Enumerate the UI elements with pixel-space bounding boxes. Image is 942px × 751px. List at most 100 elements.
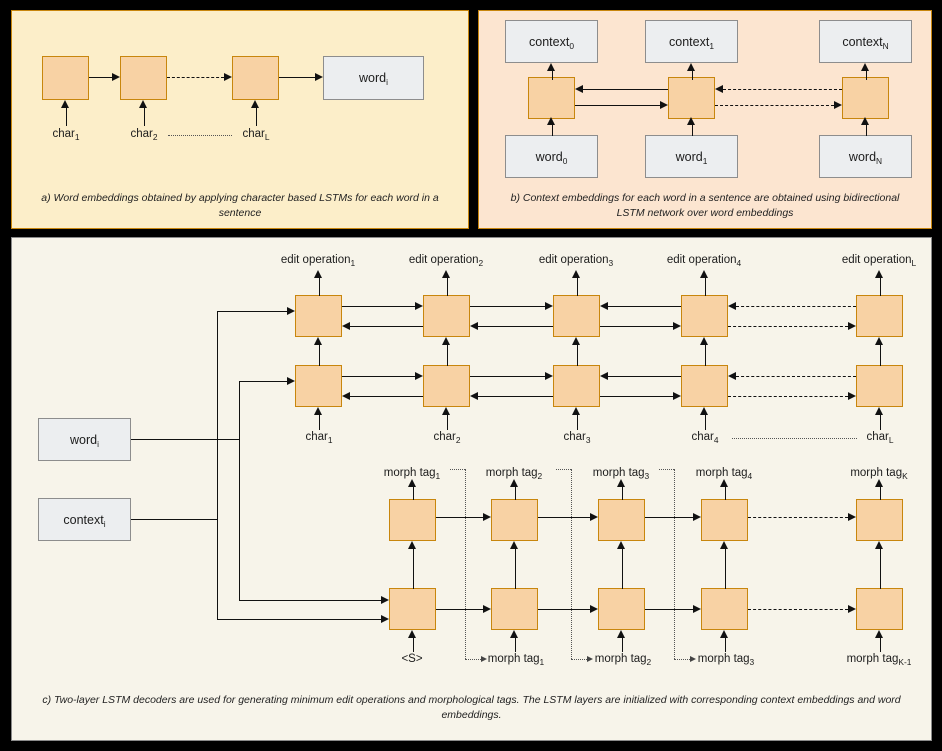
- connector-bwd-1-0: [583, 89, 668, 90]
- arrow-edit-bot-3-2: [470, 391, 478, 400]
- feedback-arrow-2: [587, 655, 593, 662]
- feedback-dotted-v-1: [465, 469, 466, 659]
- feedback-dotted-tick-3: [659, 469, 674, 470]
- connector-morph-in-2: [514, 637, 516, 652]
- connector-edit-bot-top-1: [318, 344, 320, 366]
- arrow-char-in-4: [700, 407, 708, 415]
- arrow-cell2-cell3: [224, 72, 232, 81]
- edit-output-label-l: edit operationL: [841, 254, 917, 268]
- connector-char1-up: [65, 107, 67, 126]
- arrow-char1-up: [61, 100, 69, 108]
- arrow-wordn-celln: [861, 117, 869, 125]
- arrow-edit-top-3-2: [470, 321, 478, 330]
- arrow-morph-bot-top-1: [408, 541, 416, 549]
- connector-word0-cell0: [551, 124, 553, 136]
- edit-bot-cell-1: [295, 365, 342, 407]
- panel-b-caption: b) Context embeddings for each word in a…: [510, 192, 900, 220]
- connector-edit-bot-3-4: [600, 396, 673, 397]
- bilstm-cell-1: [668, 77, 715, 119]
- connector-fwd-0-1: [575, 105, 660, 106]
- connector-morph-bot-1-2: [436, 609, 483, 610]
- arrow-morph-top-3-4: [693, 512, 701, 521]
- arrow-morph-in-2: [510, 630, 518, 638]
- arrow-char3-up: [251, 100, 259, 108]
- arrow-celln-contextn: [861, 63, 869, 71]
- context-box-n: contextN: [819, 20, 912, 63]
- connector-edit-out-1: [318, 277, 320, 296]
- morph-input-label-4: morph tag3: [697, 653, 755, 667]
- arrow-edit-top-2-1: [342, 321, 350, 330]
- edit-bot-cell-l: [856, 365, 903, 407]
- panel-a-word-embeddings: wordi char1 char2 charL a) Word embeddin…: [11, 10, 469, 229]
- connector-char2-up: [143, 107, 145, 126]
- connector-fwd-1-n-dashed: [715, 105, 834, 106]
- arrow-edit-bot-4-3: [600, 371, 608, 380]
- panel-c-caption: c) Two-layer LSTM decoders are used for …: [42, 694, 901, 722]
- char-label-4: char4: [691, 431, 719, 445]
- connector-char-in-2: [446, 414, 448, 430]
- arrow-edit-out-l: [875, 270, 883, 278]
- arrow-morph-bot-2-3: [590, 604, 598, 613]
- word-output-label: wordi: [359, 71, 388, 87]
- arrow-char-in-2: [442, 407, 450, 415]
- feedback-dotted-h-2: [571, 659, 587, 660]
- connector-morph-in-1: [412, 637, 414, 652]
- word-embedding-output-box: wordi: [323, 56, 424, 100]
- connector-morph-top-1-2: [436, 517, 483, 518]
- connector-wordn-celln: [865, 124, 867, 136]
- connector-morph-bot-top-3: [621, 548, 623, 589]
- arrow-morph-in-1: [408, 630, 416, 638]
- connector-edit-bot-4-l-dashed: [728, 396, 848, 397]
- context-box-1: context1: [645, 20, 738, 63]
- char-label-2: char2: [433, 431, 461, 445]
- routing-context-v: [217, 311, 218, 619]
- arrow-char2-up: [139, 100, 147, 108]
- arrow-context-to-edit: [287, 306, 295, 315]
- arrow-morph-out-4: [720, 479, 728, 487]
- bilstm-cell-n: [842, 77, 889, 119]
- connector-morph-top-3-4: [645, 517, 693, 518]
- arrow-morph-out-k: [875, 479, 883, 487]
- arrow-cell3-word: [315, 72, 323, 81]
- feedback-dotted-h-1: [465, 659, 481, 660]
- connector-char-in-l: [879, 414, 881, 430]
- arrow-morph-out-2: [510, 479, 518, 487]
- arrow-morph-in-3: [617, 630, 625, 638]
- feedback-dotted-tick-2: [556, 469, 571, 470]
- connector-morph-bot-top-k: [879, 548, 881, 589]
- connector-morph-bot-3-4: [645, 609, 693, 610]
- arrow-bwd-1-0: [575, 84, 583, 93]
- edit-bot-cell-3: [553, 365, 600, 407]
- connector-char-ellipsis-c: [732, 438, 857, 439]
- arrow-word-to-edit: [287, 376, 295, 385]
- connector-edit-top-1-2: [342, 306, 415, 307]
- arrow-fwd-0-1: [660, 100, 668, 109]
- arrow-morph-in-4: [720, 630, 728, 638]
- routing-word-h: [131, 439, 239, 440]
- arrow-edit-top-3-4: [673, 321, 681, 330]
- edit-output-label-4: edit operation4: [666, 254, 742, 268]
- connector-edit-top-l-4-dashed: [736, 306, 856, 307]
- connector-celln-contextn: [865, 70, 867, 80]
- morph-input-label-3: morph tag2: [594, 653, 652, 667]
- arrow-edit-bot-top-l: [875, 337, 883, 345]
- morph-input-label-2: morph tag1: [487, 653, 545, 667]
- arrow-edit-out-3: [572, 270, 580, 278]
- edit-top-cell-l: [856, 295, 903, 337]
- morph-bot-cell-3: [598, 588, 645, 630]
- word-box-1: word1: [645, 135, 738, 178]
- routing-word-v: [239, 381, 240, 600]
- connector-cell0-context0: [551, 70, 553, 80]
- connector-edit-top-4-3: [608, 306, 681, 307]
- arrow-edit-bot-top-2: [442, 337, 450, 345]
- routing-context-h: [131, 519, 217, 520]
- panel-c-two-layer-decoders: wordi contexti edit operation1 edit oper…: [11, 237, 932, 741]
- arrow-morph-bot-top-2: [510, 541, 518, 549]
- arrow-morph-bot-4-k: [848, 604, 856, 613]
- connector-edit-top-2-3: [470, 306, 545, 307]
- arrow-word0-cell0: [547, 117, 555, 125]
- morph-bot-cell-4: [701, 588, 748, 630]
- morph-output-label-2: morph tag2: [485, 467, 543, 481]
- connector-morph-in-k: [879, 637, 881, 652]
- char-lstm-cell-1: [42, 56, 89, 100]
